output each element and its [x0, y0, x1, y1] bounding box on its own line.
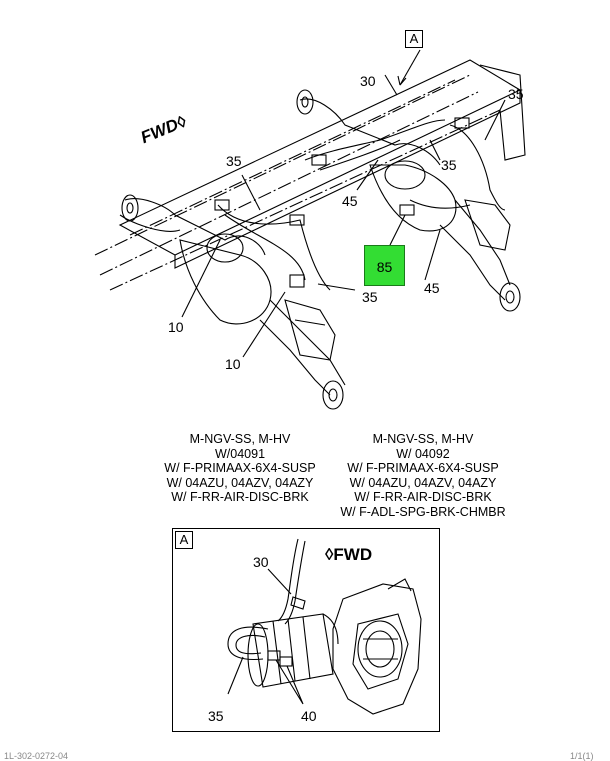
detail-a-label: A [175, 531, 193, 549]
detail-callout-35[interactable]: 35 [208, 708, 224, 724]
notes-left: M-NGV-SS, M-HV W/04091 W/ F-PRIMAAX-6X4-… [150, 432, 330, 505]
callout-30[interactable]: 30 [360, 73, 376, 89]
callout-45[interactable]: 45 [424, 280, 440, 296]
callout-35[interactable]: 35 [226, 153, 242, 169]
footer-part-number: 1L-302-0272-04 [4, 751, 69, 761]
callout-35[interactable]: 35 [441, 157, 457, 173]
note-line: W/ 04AZU, 04AZV, 04AZY [166, 475, 314, 490]
note-line: W/ F-RR-AIR-DISC-BRK [354, 490, 492, 504]
note-line: W/ 04092 [396, 446, 450, 461]
note-line: W/ F-PRIMAAX-6X4-SUSP [347, 461, 499, 475]
note-line: W/ F-RR-AIR-DISC-BRK [171, 490, 309, 504]
detail-view-a: A ◊FWD 30 35 40 [172, 528, 440, 732]
callout-35[interactable]: 35 [362, 289, 378, 305]
note-line: M-NGV-SS, M-HV [189, 432, 291, 446]
notes-right: M-NGV-SS, M-HV W/ 04092 W/ F-PRIMAAX-6X4… [333, 432, 513, 519]
footer-page: 1/1(1) [570, 751, 594, 761]
detail-fwd-label: ◊FWD [325, 545, 373, 564]
callout-45[interactable]: 45 [342, 193, 358, 209]
detail-drawing [227, 538, 422, 715]
callout-35[interactable]: 35 [508, 86, 524, 102]
callout-10[interactable]: 10 [168, 319, 184, 335]
view-a-label: A [405, 30, 423, 48]
note-line: W/ F-ADL-SPG-BRK-CHMBR [340, 504, 506, 519]
callout-10[interactable]: 10 [225, 356, 241, 372]
note-line: M-NGV-SS, M-HV [372, 432, 474, 446]
note-line: W/04091 [214, 446, 266, 461]
detail-callout-30[interactable]: 30 [253, 554, 269, 570]
detail-callout-40[interactable]: 40 [301, 708, 317, 724]
axle-assembly-drawing [94, 49, 526, 410]
callout-85-highlight[interactable]: 85 [364, 245, 405, 286]
note-line: W/ F-PRIMAAX-6X4-SUSP [164, 461, 316, 475]
note-line: W/ 04AZU, 04AZV, 04AZY [349, 475, 497, 490]
